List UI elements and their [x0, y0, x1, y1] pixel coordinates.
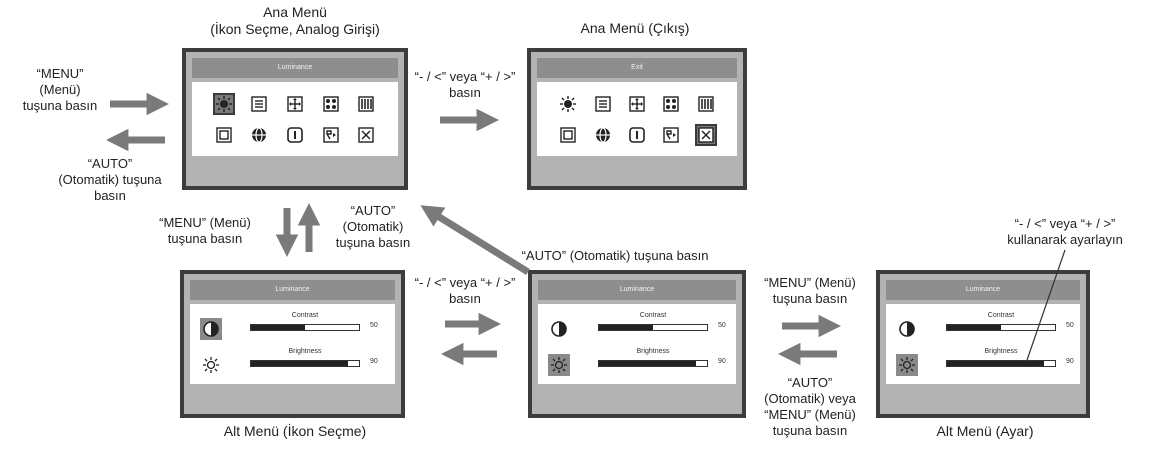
label-nav-bottom: “- / <” veya “+ / >” basın	[414, 275, 516, 306]
display-icon[interactable]	[357, 95, 375, 113]
slider-label: Brightness	[288, 348, 322, 355]
icon-panel	[537, 82, 737, 156]
screen-title: Luminance	[192, 58, 398, 78]
screen-title: Luminance	[538, 280, 736, 300]
slider-fill	[251, 325, 305, 330]
slider-track[interactable]	[598, 324, 708, 331]
language-icon[interactable]	[250, 126, 268, 144]
contrast-icon	[896, 318, 918, 340]
label-press-auto-up: “AUTO” (Otomatik) tuşuna basın	[335, 203, 411, 250]
label-nav-top: “- / <” veya “+ / >” basın	[414, 69, 516, 100]
osd-setup-icon[interactable]	[215, 126, 233, 144]
icon-panel	[192, 82, 398, 156]
screen-title: Luminance	[886, 280, 1080, 300]
slider-label: Contrast	[291, 312, 319, 319]
slider-fill	[251, 361, 349, 366]
slider-fill	[599, 325, 653, 330]
label-press-menu-down: “MENU” (Menü) tuşuna basın	[159, 215, 251, 246]
brightness-icon	[896, 354, 918, 376]
information-icon[interactable]	[286, 126, 304, 144]
label-press-menu: “MENU” (Menü) tuşuna basın	[22, 66, 98, 113]
slider-row-contrast[interactable]: Contrast 50	[886, 310, 1080, 346]
position-icon[interactable]	[628, 95, 646, 113]
color-icon[interactable]	[662, 95, 680, 113]
slider-row-brightness[interactable]: Brightness 90	[886, 346, 1080, 382]
brightness-icon	[200, 354, 222, 376]
slider-track[interactable]	[250, 360, 360, 367]
slider-value: 50	[1066, 322, 1074, 329]
screen-title: Exit	[537, 58, 737, 78]
brightness-icon	[548, 354, 570, 376]
slider-value: 90	[1066, 358, 1074, 365]
slider-label: Contrast	[987, 312, 1015, 319]
luminance-icon[interactable]	[559, 95, 577, 113]
label-press-auto: “AUTO” (Otomatik) tuşuna basın	[58, 156, 162, 203]
menu-icon-grid	[551, 88, 723, 150]
slider-row-brightness[interactable]: Brightness 90	[190, 346, 395, 382]
contrast-icon	[548, 318, 570, 340]
slider-value: 50	[370, 322, 378, 329]
language-icon[interactable]	[594, 126, 612, 144]
slider-row-contrast[interactable]: Contrast 50	[190, 310, 395, 346]
information-icon[interactable]	[628, 126, 646, 144]
luminance-icon[interactable]	[212, 92, 235, 115]
menu-icon-grid	[206, 88, 384, 150]
label-press-menu-right: “MENU” (Menü) tuşuna basın	[764, 275, 856, 306]
slider-value: 90	[370, 358, 378, 365]
slider-fill	[947, 361, 1045, 366]
slider-track[interactable]	[250, 324, 360, 331]
screen-main-menu-select: Luminance	[182, 48, 408, 190]
slider-label: Contrast	[639, 312, 667, 319]
position-icon[interactable]	[286, 95, 304, 113]
slider-track[interactable]	[946, 360, 1056, 367]
slider-row-brightness[interactable]: Brightness 90	[538, 346, 736, 382]
caption-main-menu-exit: Ana Menü (Çıkış)	[580, 20, 690, 36]
osd-setup-icon[interactable]	[559, 126, 577, 144]
caption-submenu-adjust: Alt Menü (Ayar)	[936, 423, 1034, 439]
screen-title: Luminance	[190, 280, 395, 300]
slider-track[interactable]	[598, 360, 708, 367]
exit-icon[interactable]	[357, 126, 375, 144]
image-setup-icon[interactable]	[250, 95, 268, 113]
display-icon[interactable]	[697, 95, 715, 113]
slider-row-contrast[interactable]: Contrast 50	[538, 310, 736, 346]
slider-label: Brightness	[984, 348, 1018, 355]
slider-fill	[947, 325, 1001, 330]
slider-track[interactable]	[946, 324, 1056, 331]
slider-label: Brightness	[636, 348, 670, 355]
slider-value: 50	[718, 322, 726, 329]
exit-icon[interactable]	[694, 123, 717, 146]
screen-main-menu-exit: Exit	[527, 48, 747, 190]
label-adjust-hint: “- / <” veya “+ / >” kullanarak ayarlayı…	[1007, 216, 1123, 247]
label-press-auto-or-menu: “AUTO” (Otomatik) veya “MENU” (Menü) tuş…	[764, 375, 856, 438]
color-icon[interactable]	[322, 95, 340, 113]
caption-main-menu-select: Ana Menü (İkon Seçme, Analog Girişi)	[210, 4, 380, 37]
label-press-auto-diagonal: “AUTO” (Otomatik) tuşuna basın	[521, 248, 709, 263]
reset-icon[interactable]	[662, 126, 680, 144]
slider-value: 90	[718, 358, 726, 365]
contrast-icon	[200, 318, 222, 340]
image-setup-icon[interactable]	[594, 95, 612, 113]
slider-fill	[599, 361, 697, 366]
caption-submenu-icon-select: Alt Menü (İkon Seçme)	[223, 423, 367, 439]
reset-icon[interactable]	[322, 126, 340, 144]
